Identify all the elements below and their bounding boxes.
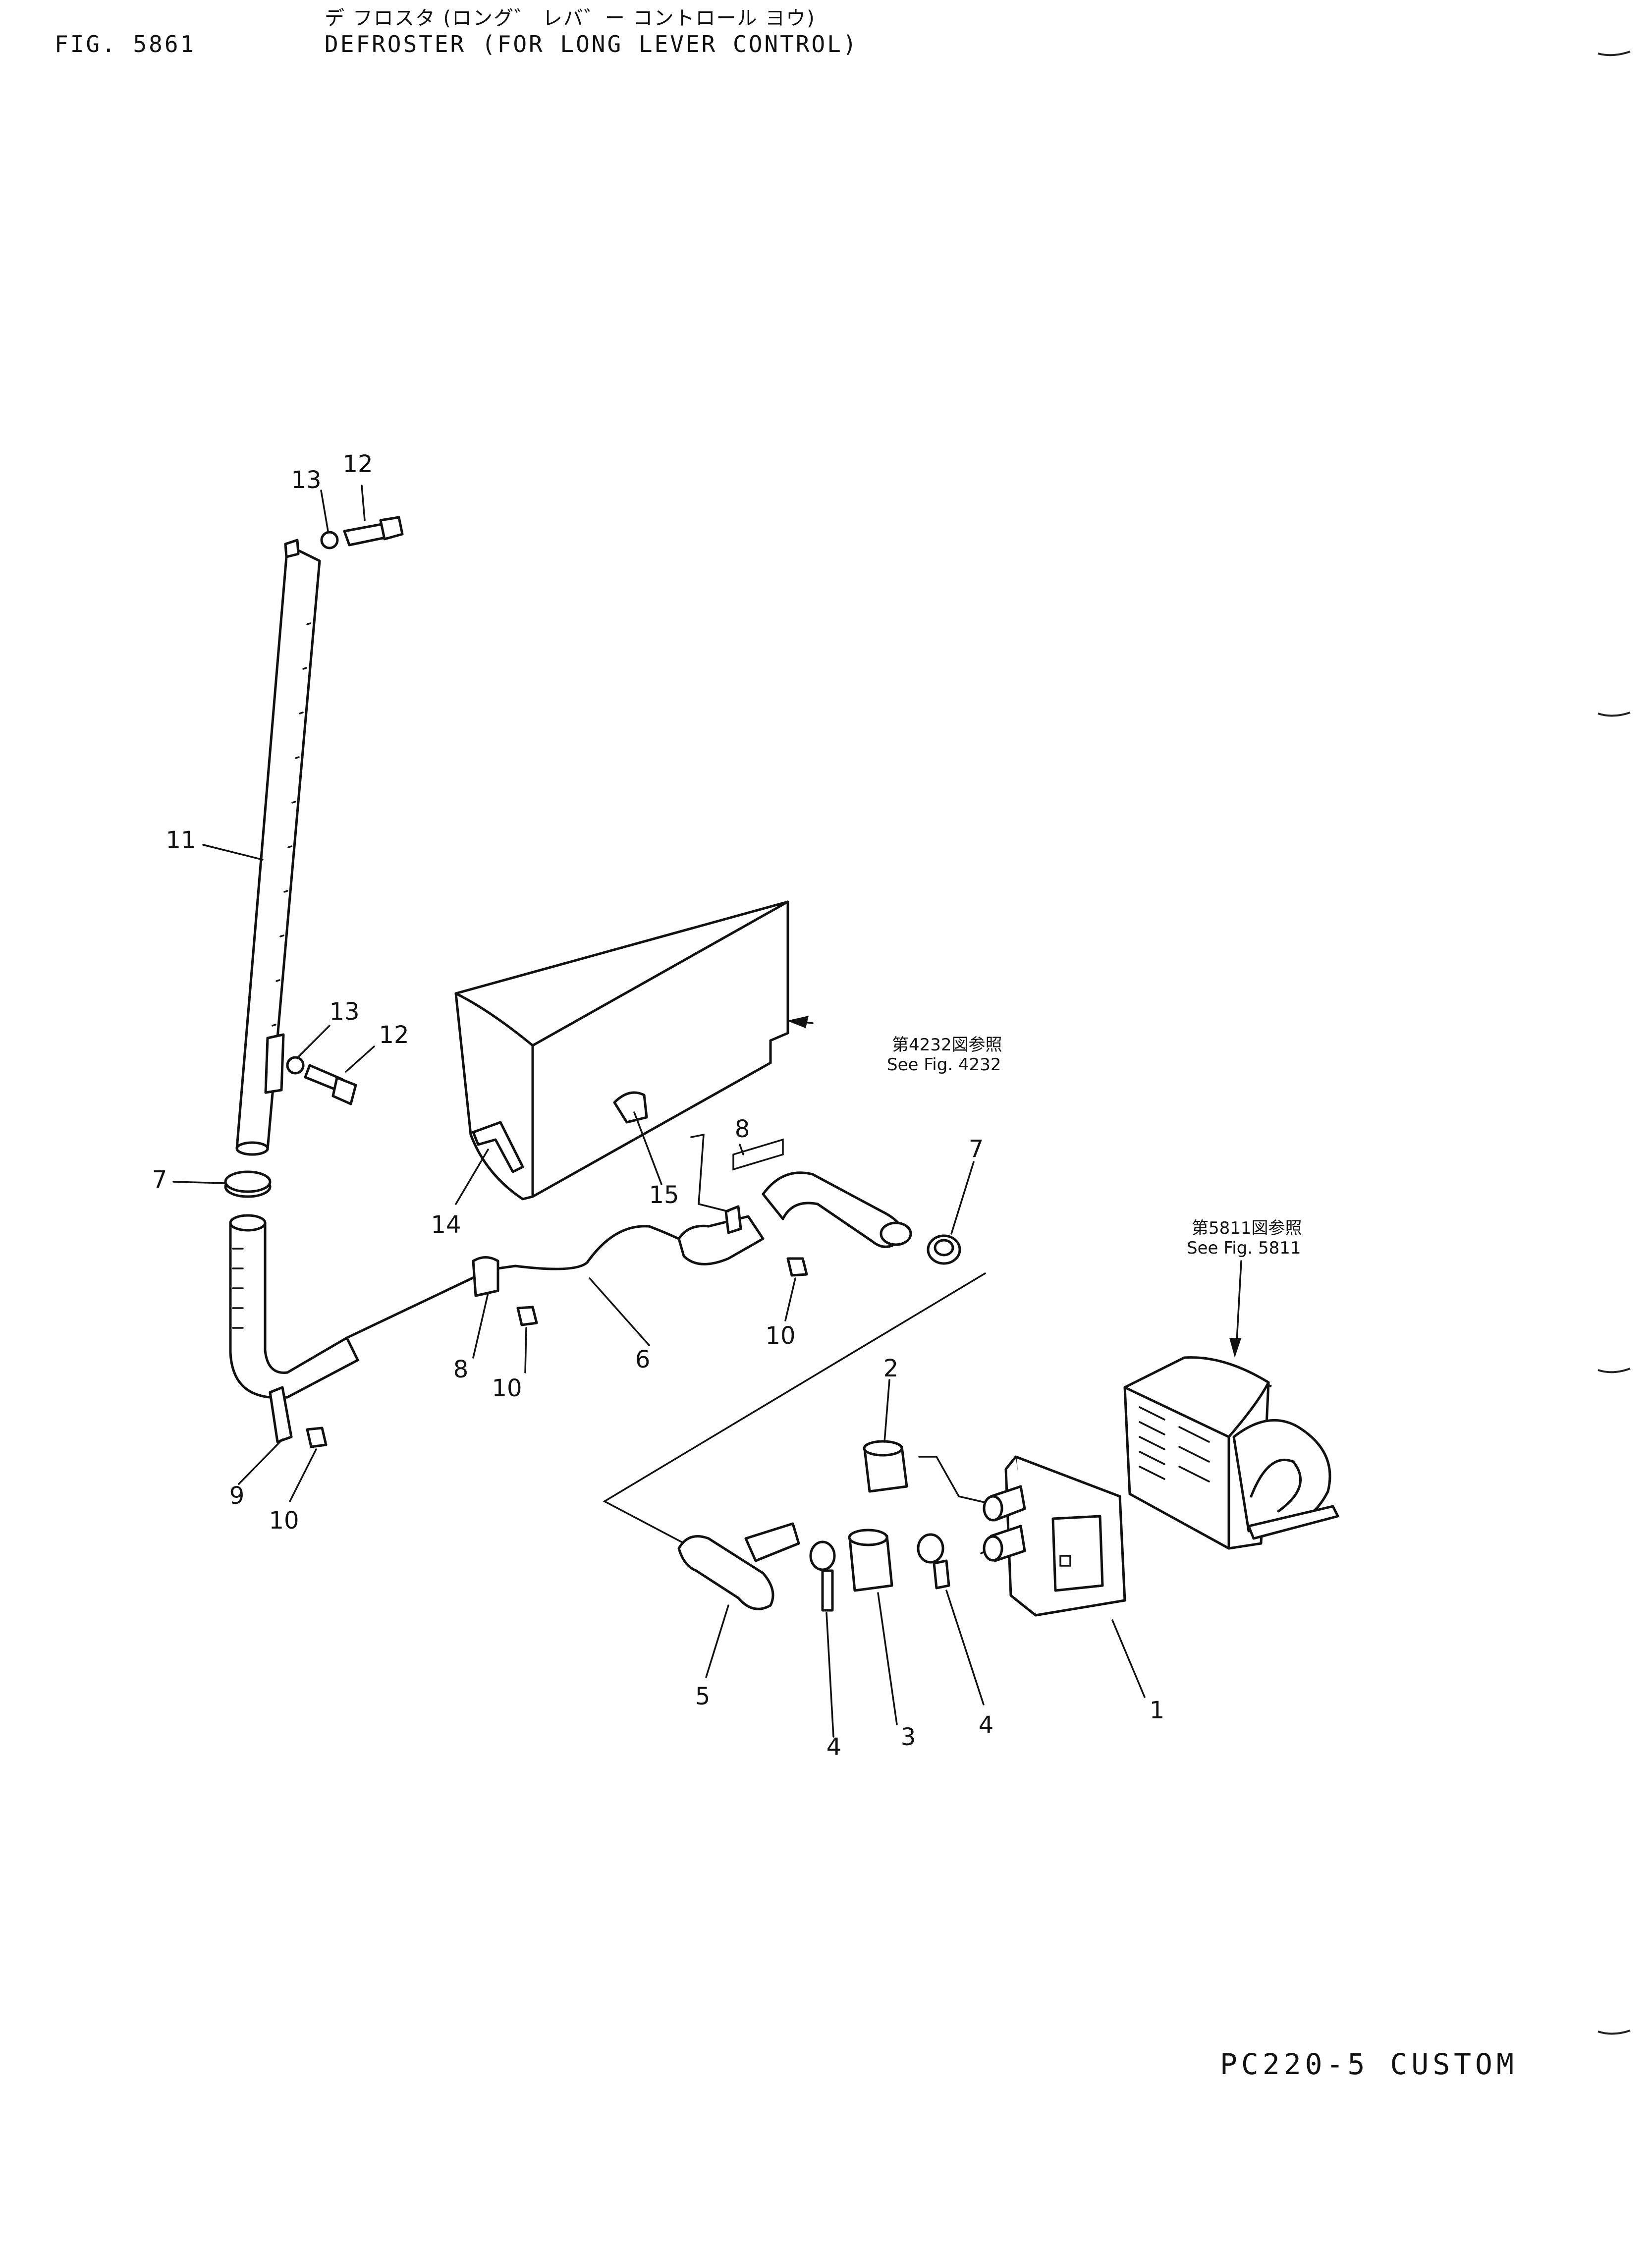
screw-part-10 [306, 1257, 808, 1448]
callout-8: 8 [735, 1115, 750, 1143]
callout-1: 1 [1150, 1697, 1165, 1724]
callout-13: 13 [329, 998, 359, 1026]
callout-10: 10 [269, 1507, 299, 1535]
margin-mark [1597, 2030, 1631, 2035]
margin-mark [1597, 51, 1631, 56]
heater-unit [1123, 1356, 1339, 1550]
left-hose [229, 1214, 492, 1443]
callout-13: 13 [291, 466, 321, 494]
callout-12: 12 [379, 1021, 409, 1049]
upper-hose-assembly [677, 1138, 912, 1265]
assembly-line [690, 1133, 729, 1212]
elbow-part-5 [677, 1522, 800, 1610]
clip-part-8-lower [472, 1256, 499, 1297]
callout-8: 8 [453, 1356, 469, 1383]
callout-7: 7 [969, 1135, 984, 1163]
callout-14: 14 [431, 1211, 461, 1239]
callout-2: 2 [883, 1355, 899, 1382]
callout-7: 7 [152, 1166, 167, 1194]
bolt-washer-lower [286, 1056, 357, 1105]
margin-mark [1597, 1368, 1631, 1373]
duct-box-part-1 [983, 1455, 1126, 1617]
cab-panel [454, 900, 789, 1201]
callout-4: 4 [826, 1733, 842, 1761]
title-japanese: デ フロスタ (ロング゛ レバ゛ー コントロール ヨウ) [325, 7, 816, 30]
figure-number: FIG. 5861 [55, 31, 196, 57]
callout-9: 9 [229, 1482, 245, 1510]
title-english: DEFROSTER (FOR LONG LEVER CONTROL) [325, 31, 859, 57]
hose-and-clamps [809, 1529, 950, 1612]
hose-clamp-part-7-right [927, 1234, 961, 1265]
callout-12: 12 [342, 450, 373, 478]
callout-3: 3 [901, 1723, 916, 1751]
callout-4: 4 [979, 1711, 994, 1739]
long-duct-part-11 [235, 539, 321, 1156]
cap-part-2 [863, 1440, 908, 1493]
callout-10: 10 [765, 1322, 795, 1350]
callout-6: 6 [635, 1346, 651, 1373]
assembly-line [918, 1456, 992, 1505]
callout-5: 5 [695, 1683, 711, 1710]
assembly-line [603, 1272, 986, 1549]
arrow-head-fig-5811 [1229, 1338, 1241, 1358]
callout-10: 10 [492, 1374, 522, 1402]
ref-fig-4232-jp: 第4232図参照 [892, 1035, 1002, 1055]
hose-clamp-part-7-left [224, 1170, 272, 1198]
ref-fig-4232-en: See Fig. 4232 [887, 1055, 1001, 1075]
ref-fig-5811-jp: 第5811図参照 [1192, 1218, 1302, 1238]
leader-lines [172, 485, 1242, 1738]
model-footer: PC220-5 CUSTOM [1220, 2047, 1518, 2081]
bolt-washer-upper [320, 516, 404, 549]
ref-fig-5811-en: See Fig. 5811 [1187, 1238, 1301, 1258]
margin-mark [1597, 712, 1631, 717]
callout-11: 11 [165, 826, 196, 854]
callout-15: 15 [649, 1181, 679, 1209]
tube-part-6 [489, 1225, 693, 1271]
arrow-head-fig-4232 [787, 1016, 809, 1028]
